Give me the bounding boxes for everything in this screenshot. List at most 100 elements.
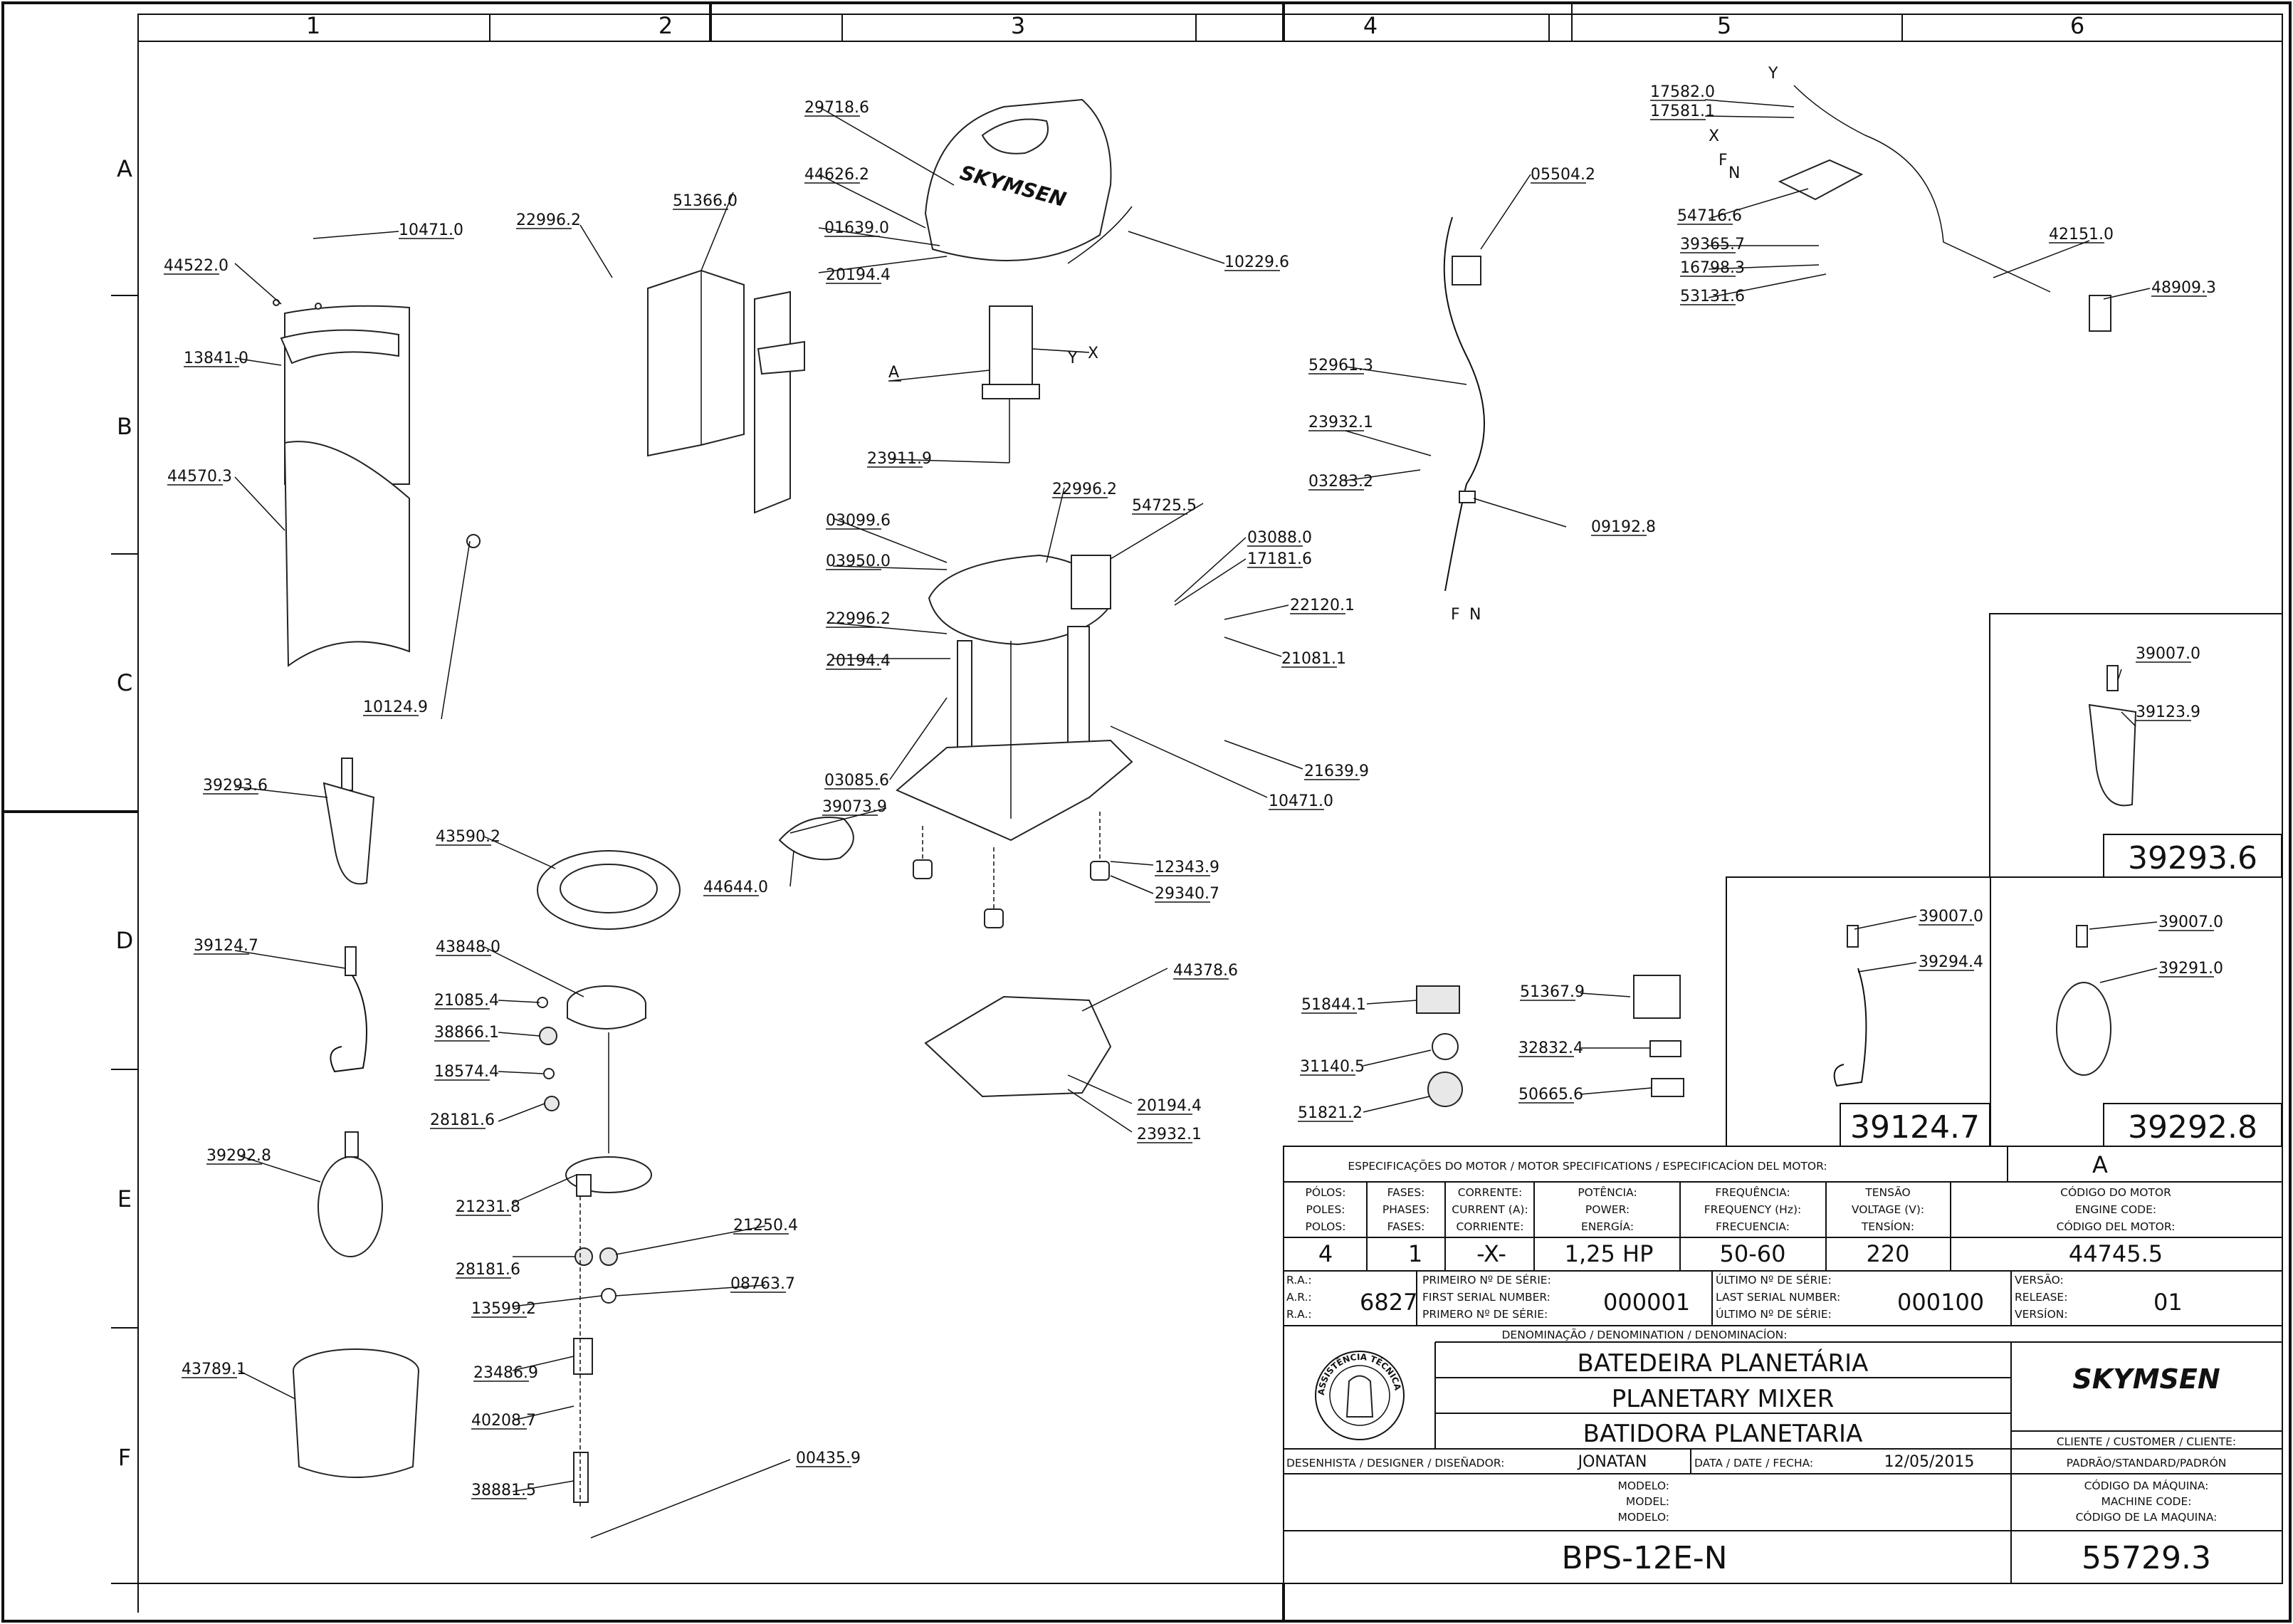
part-label: 18574.4 xyxy=(434,1063,499,1081)
part-label: 01639.0 xyxy=(824,219,889,237)
grid-row-E: E xyxy=(117,1185,132,1212)
name-pt: BATEDEIRA PLANETÁRIA xyxy=(1578,1348,1869,1378)
part-label: 28181.6 xyxy=(430,1111,495,1129)
feet xyxy=(913,812,1110,928)
part-label: 39294.4 xyxy=(1919,953,1983,971)
first-serial-label: PRIMEIRO Nº DE SÉRIE: xyxy=(1422,1273,1551,1287)
part-label: 10229.6 xyxy=(1224,253,1289,271)
part-label: 38881.5 xyxy=(471,1482,536,1499)
part-label: 54716.6 xyxy=(1677,207,1742,225)
part-label: 10471.0 xyxy=(399,221,463,239)
part-label: 13599.2 xyxy=(471,1300,536,1318)
axis-y-panel: Y xyxy=(1768,65,1778,83)
machine-code-label: CÓDIGO DA MÁQUINA: xyxy=(2084,1479,2209,1492)
first-serial-value: 000001 xyxy=(1603,1289,1690,1316)
current-label: CURRENT (A): xyxy=(1452,1203,1528,1216)
version-label: VERSÃO: xyxy=(2015,1273,2064,1287)
phases-value: 1 xyxy=(1408,1240,1422,1267)
part-label: 39007.0 xyxy=(2158,913,2223,931)
accessory-boxes: 39293.6 39124.7 39292.8 xyxy=(1726,613,2283,1147)
current-label: CORRENTE: xyxy=(1458,1186,1522,1199)
part-label: 03085.6 xyxy=(824,772,889,790)
part-label: 51367.9 xyxy=(1520,983,1585,1001)
part-label: 51821.2 xyxy=(1298,1104,1363,1122)
part-label: 23486.9 xyxy=(473,1364,538,1382)
planetary-hub xyxy=(567,985,646,1030)
part-label: 51366.0 xyxy=(673,192,738,210)
part-label: 13841.0 xyxy=(184,350,248,367)
part-label: 29340.7 xyxy=(1155,885,1219,903)
part-label: 39293.6 xyxy=(203,777,268,795)
axis-letters: Y X F N Y X F N xyxy=(1067,65,1778,624)
part-label: 44644.0 xyxy=(703,879,768,896)
part-label: 12343.9 xyxy=(1155,859,1219,876)
part-label: 52961.3 xyxy=(1308,357,1373,374)
main-frame xyxy=(896,554,1133,842)
first-serial-label: FIRST SERIAL NUMBER: xyxy=(1422,1291,1550,1304)
grid-col-3: 3 xyxy=(1011,12,1025,39)
grid-col-5: 5 xyxy=(1717,12,1731,39)
part-label: 20194.4 xyxy=(1137,1097,1202,1115)
part-label: 43789.1 xyxy=(182,1361,246,1378)
grid-row-A: A xyxy=(117,155,132,182)
axis-f-cable: F xyxy=(1451,606,1460,624)
grid-row-B: B xyxy=(117,413,132,440)
part-label: 21081.1 xyxy=(1281,650,1346,668)
part-label: 28181.6 xyxy=(456,1261,520,1279)
part-label: 17581.1 xyxy=(1650,103,1715,120)
phases-label: FASES: xyxy=(1387,1186,1425,1199)
brand-logo: SKYMSEN xyxy=(2072,1363,2220,1395)
part-label: 22996.2 xyxy=(1052,481,1117,498)
phases-label: FASES: xyxy=(1387,1220,1425,1233)
part-label: 03088.0 xyxy=(1247,529,1312,547)
part-label: 17181.6 xyxy=(1247,550,1312,568)
stickers xyxy=(1416,975,1684,1107)
axis-x-panel: X xyxy=(1709,127,1719,145)
part-label: 16798.3 xyxy=(1680,259,1745,277)
motor-cover: SKYMSEN xyxy=(924,98,1133,264)
motor-code-label: CÓDIGO DEL MOTOR: xyxy=(2057,1220,2176,1233)
part-label: 10471.0 xyxy=(1269,792,1333,810)
part-label: 03950.0 xyxy=(826,552,891,570)
model-label: MODELO: xyxy=(1617,1479,1669,1492)
part-label: 08763.7 xyxy=(730,1275,795,1293)
grid-col-1: 1 xyxy=(306,12,320,39)
part-label: A xyxy=(888,364,899,382)
frequency-value: 50-60 xyxy=(1720,1240,1786,1267)
ring xyxy=(537,850,681,930)
poles-label: PÓLOS: xyxy=(1306,1185,1346,1199)
part-label: 39007.0 xyxy=(1919,908,1983,926)
last-serial-value: 000100 xyxy=(1897,1289,1984,1316)
machine-code-value: 55729.3 xyxy=(2082,1540,2211,1576)
phases-label: PHASES: xyxy=(1382,1203,1429,1216)
designer-label: DESENHISTA / DESIGNER / DISEÑADOR: xyxy=(1286,1456,1504,1470)
last-serial-label: ÚLTIMO Nº DE SÉRIE: xyxy=(1716,1273,1832,1287)
part-label: 44570.3 xyxy=(167,468,232,486)
part-label: 39292.8 xyxy=(206,1147,271,1165)
model-label: MODEL: xyxy=(1626,1495,1669,1508)
current-label: CORRIENTE: xyxy=(1456,1220,1523,1233)
power-label: POTÊNCIA: xyxy=(1578,1185,1637,1199)
part-label: 22996.2 xyxy=(516,211,581,229)
motor-header: ESPECIFICAÇÕES DO MOTOR / MOTOR SPECIFIC… xyxy=(1348,1159,1827,1173)
poles-label: POLES: xyxy=(1306,1203,1345,1216)
part-label: 09192.8 xyxy=(1591,518,1656,536)
poles-label: POLOS: xyxy=(1306,1220,1346,1233)
part-label: 17582.0 xyxy=(1650,83,1715,101)
part-label: 22996.2 xyxy=(826,610,891,628)
power-value: 1,25 HP xyxy=(1565,1240,1654,1267)
guard-assembly xyxy=(273,299,481,667)
part-label: 21250.4 xyxy=(733,1217,798,1235)
revision: A xyxy=(2092,1151,2108,1178)
axis-n-panel: N xyxy=(1728,164,1740,182)
axis-f-panel: F xyxy=(1719,152,1728,169)
part-label: 20194.4 xyxy=(826,266,891,284)
bottom-cover xyxy=(778,817,854,861)
ra-label: A.R.: xyxy=(1286,1291,1312,1304)
client-value: PADRÃO/STANDARD/PADRÓN xyxy=(2067,1456,2227,1470)
part-label: 39073.9 xyxy=(822,798,887,816)
ra-value: 6827 xyxy=(1360,1289,1417,1316)
part-label: 21639.9 xyxy=(1304,763,1369,780)
part-number-labels: 10471.044522.013841.044570.310124.922996… xyxy=(164,83,2223,1499)
